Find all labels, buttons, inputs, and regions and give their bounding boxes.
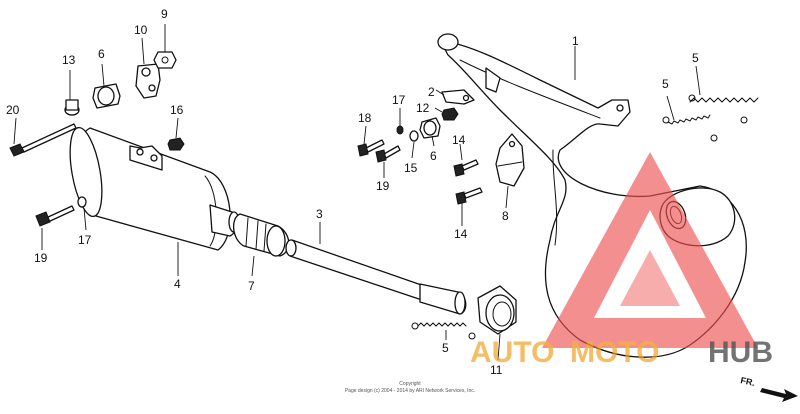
part-bolt-19-mid[interactable] bbox=[375, 145, 401, 163]
callout-6a: 6 bbox=[98, 47, 105, 61]
part-spring-5b[interactable] bbox=[662, 114, 718, 142]
front-direction-arrow-icon bbox=[760, 388, 798, 402]
front-direction-indicator: FR. bbox=[740, 375, 798, 402]
callout-2: 2 bbox=[428, 85, 435, 99]
leader-lines bbox=[13, 24, 701, 361]
watermark-logo: AUTO MOTO HUB bbox=[470, 152, 773, 369]
part-washer-13[interactable] bbox=[64, 99, 80, 116]
part-grommet-6a[interactable] bbox=[92, 83, 121, 109]
watermark-text-auto: AUTO bbox=[470, 336, 554, 369]
part-nut-12[interactable] bbox=[441, 107, 459, 121]
callout-numbers: 1 2 3 4 5 5 5 6 6 7 8 9 10 11 12 13 14 1… bbox=[6, 7, 699, 377]
callout-16: 16 bbox=[170, 103, 184, 117]
watermark-text-moto: MOTO bbox=[570, 336, 659, 369]
part-bolt-19-left[interactable] bbox=[35, 205, 75, 227]
callout-17b: 17 bbox=[78, 233, 92, 247]
callout-4: 4 bbox=[174, 277, 181, 291]
callout-5a: 5 bbox=[692, 51, 699, 65]
callout-18: 18 bbox=[358, 111, 372, 125]
part-flange[interactable] bbox=[477, 285, 517, 335]
part-grommet-6b[interactable] bbox=[419, 117, 441, 139]
part-bolt-14-lower[interactable] bbox=[455, 187, 483, 205]
part-washer-17-mid[interactable] bbox=[396, 125, 404, 135]
part-spring-5c[interactable] bbox=[411, 322, 476, 340]
callout-14a: 14 bbox=[452, 133, 466, 147]
callout-12: 12 bbox=[416, 101, 430, 115]
part-joint-collar[interactable] bbox=[233, 213, 290, 257]
callout-10: 10 bbox=[134, 23, 148, 37]
watermark-inner-triangle-icon bbox=[620, 250, 680, 306]
callout-5c: 5 bbox=[442, 341, 449, 355]
callout-3: 3 bbox=[316, 207, 323, 221]
part-nut-9[interactable] bbox=[153, 51, 177, 69]
callout-5b: 5 bbox=[662, 77, 669, 91]
watermark-text-hub: HUB bbox=[708, 336, 773, 369]
copyright-line-2: Page design (c) 2004 - 2014 by ARI Netwo… bbox=[345, 388, 475, 394]
part-bolt-20[interactable] bbox=[9, 123, 77, 157]
callout-19a: 19 bbox=[376, 179, 390, 193]
callout-6b: 6 bbox=[430, 149, 437, 163]
part-bolt-18[interactable] bbox=[357, 139, 385, 157]
part-mount-10[interactable] bbox=[135, 63, 161, 99]
part-clip[interactable] bbox=[441, 89, 475, 105]
part-muffler[interactable] bbox=[64, 125, 240, 251]
callout-14b: 14 bbox=[454, 227, 468, 241]
front-direction-label: FR. bbox=[740, 375, 756, 388]
callout-15: 15 bbox=[404, 161, 418, 175]
part-bracket[interactable] bbox=[495, 133, 525, 187]
callout-11: 11 bbox=[490, 363, 503, 377]
callout-8: 8 bbox=[502, 209, 509, 223]
part-washer-15[interactable] bbox=[409, 130, 419, 142]
callout-19b: 19 bbox=[34, 251, 48, 265]
watermark-triangle-icon bbox=[542, 152, 758, 348]
part-nut-16[interactable] bbox=[167, 137, 185, 151]
part-washer-17-left[interactable] bbox=[77, 196, 87, 208]
part-spring-5a[interactable] bbox=[688, 94, 759, 124]
callout-13: 13 bbox=[62, 53, 76, 67]
callout-17a: 17 bbox=[392, 93, 406, 107]
copyright-line-1: Copyright bbox=[399, 381, 421, 387]
callout-7: 7 bbox=[248, 279, 255, 293]
part-bolt-14-upper[interactable] bbox=[453, 159, 479, 177]
callout-1: 1 bbox=[572, 34, 579, 48]
part-connecting-pipe[interactable] bbox=[285, 239, 467, 315]
callout-20: 20 bbox=[6, 103, 20, 117]
callout-9: 9 bbox=[161, 7, 168, 21]
